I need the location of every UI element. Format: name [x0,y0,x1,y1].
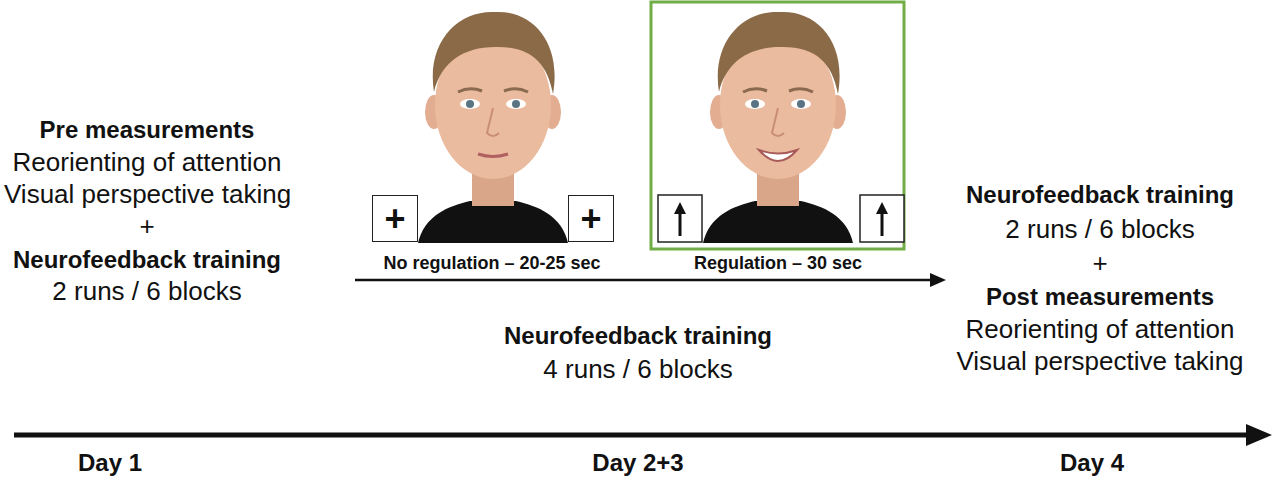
run-count: 2 runs / 6 blocks [52,277,241,307]
condition-label: No regulation – 20-25 sec [383,253,600,274]
day-label: Day 2+3 [592,449,683,477]
day-label: Day 4 [1060,449,1124,477]
measure-item: Reorienting of attention [966,315,1235,345]
condition-label: Regulation – 30 sec [694,253,862,274]
step-heading: Neurofeedback training [966,181,1234,209]
fixation-box: + [568,195,614,242]
fixation-box: + [372,195,418,242]
step-heading: Pre measurements [40,116,255,144]
run-count: 2 runs / 6 blocks [1005,215,1194,245]
step-heading: Post measurements [986,283,1214,311]
step-heading: Neurofeedback training [504,322,772,350]
measure-item: Visual perspective taking [4,180,291,210]
plus-sign: + [139,212,154,242]
plus-sign: + [1092,249,1107,279]
step-heading: Neurofeedback training [13,246,281,274]
fixation-cross: + [580,201,601,237]
run-count: 4 runs / 6 blocks [543,355,732,385]
measure-item: Reorienting of attention [13,148,282,178]
measure-item: Visual perspective taking [956,347,1243,377]
fixation-cross: + [384,201,405,237]
day-label: Day 1 [78,449,142,477]
